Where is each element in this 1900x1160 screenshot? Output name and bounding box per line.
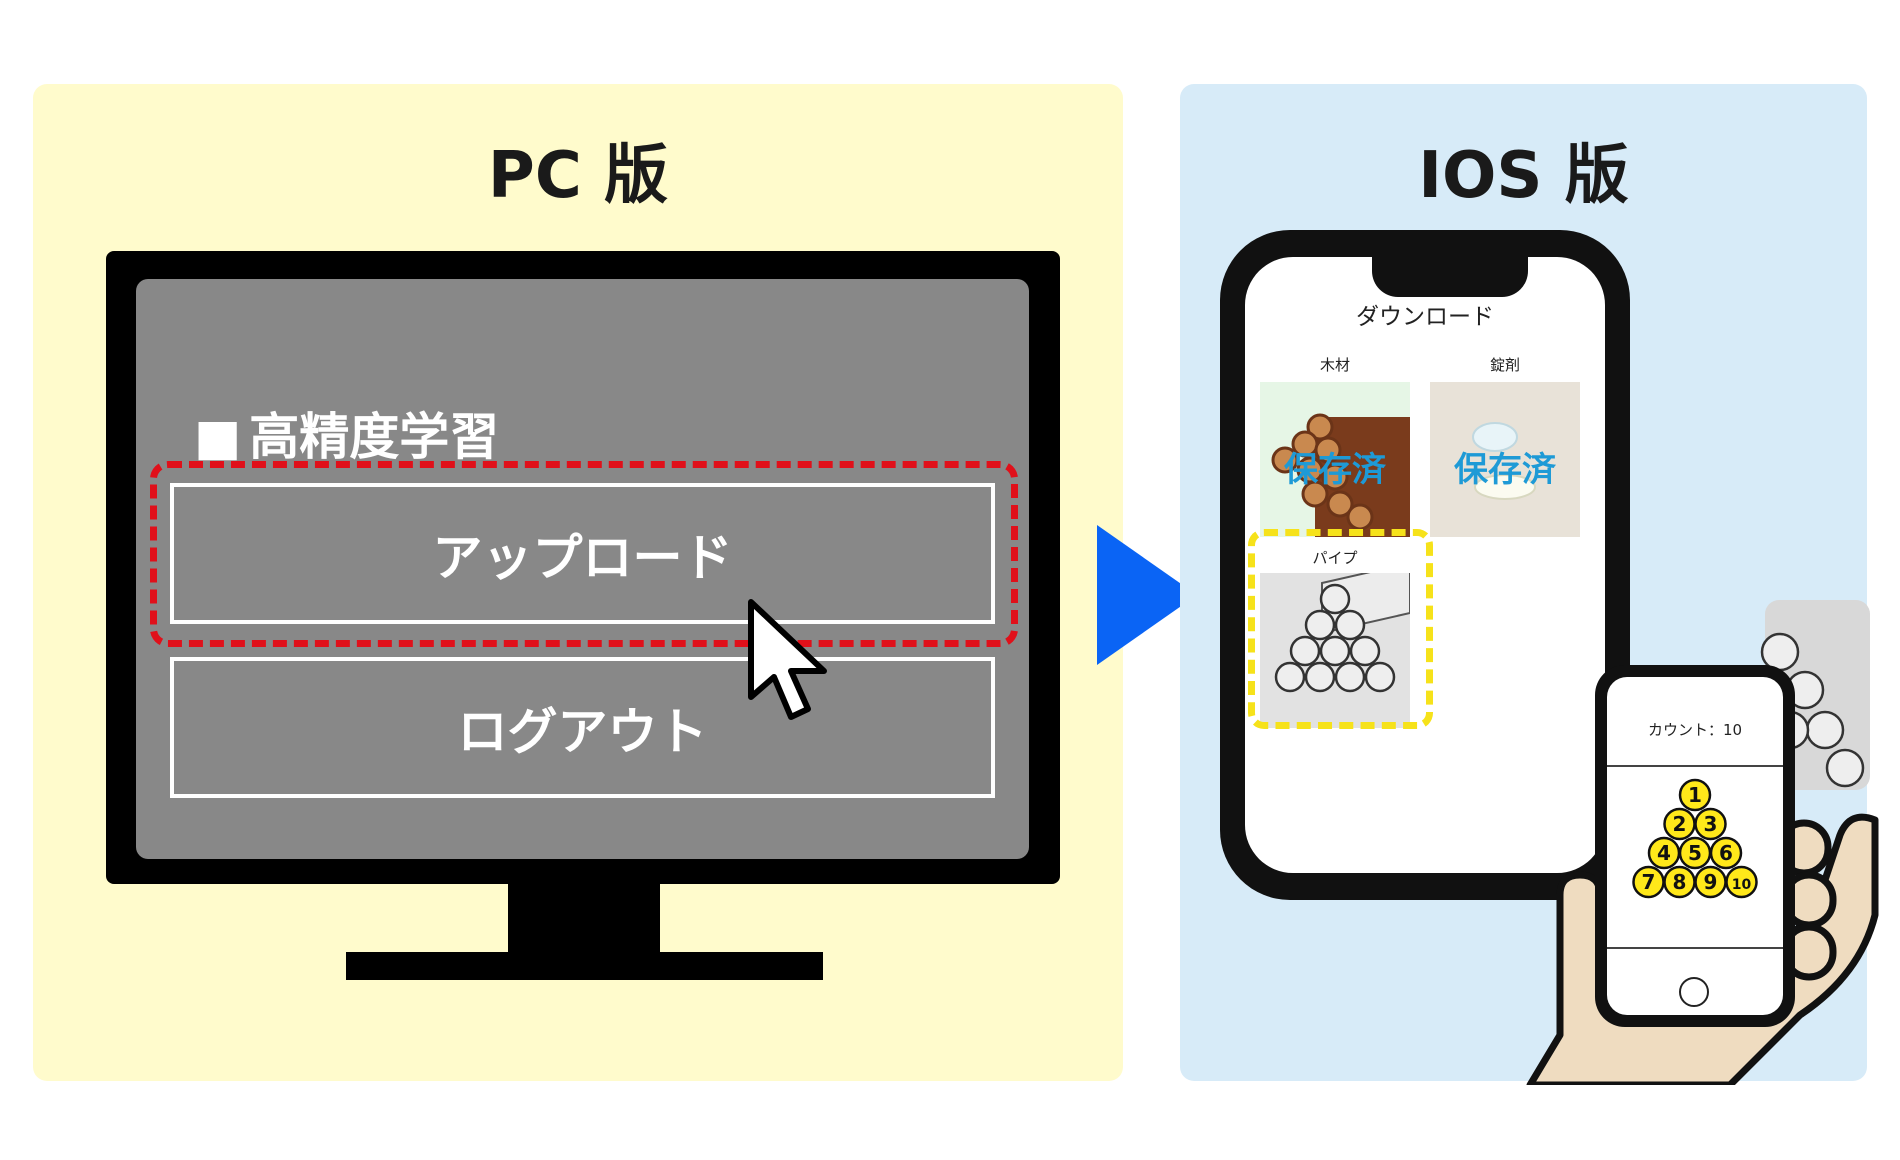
- saved-status-tablet: 保存済: [1454, 450, 1556, 490]
- svg-text:2: 2: [1673, 812, 1687, 836]
- counter-marker-4: 4: [1647, 836, 1681, 870]
- monitor: ■高精度学習 アップロード ログアウト: [106, 251, 1060, 884]
- pipe-highlight: [1248, 529, 1433, 729]
- square-bullet-icon: ■: [194, 408, 242, 466]
- arrow-right-icon: [1097, 525, 1197, 665]
- counter-marker-7: 7: [1632, 865, 1665, 899]
- counter-marker-5: 5: [1678, 836, 1712, 870]
- tile-label-tablet: 錠剤: [1489, 356, 1520, 374]
- saved-status-wood: 保存済: [1284, 450, 1386, 490]
- smartphone-screen: ダウンロード 木材 保存済 錠剤 保存済 パイプ: [1245, 257, 1605, 873]
- divider-top: [1607, 765, 1783, 767]
- svg-text:4: 4: [1657, 841, 1671, 865]
- svg-text:5: 5: [1688, 841, 1702, 865]
- counter-marker-8: 8: [1663, 865, 1696, 899]
- logout-button[interactable]: ログアウト: [170, 657, 995, 798]
- smartphone: ダウンロード 木材 保存済 錠剤 保存済 パイプ: [1220, 230, 1630, 900]
- monitor-screen: ■高精度学習 アップロード ログアウト: [136, 279, 1029, 859]
- tile-label-pipe: パイプ: [1312, 549, 1358, 567]
- section-heading-text: 高精度学習: [249, 408, 500, 466]
- pc-panel-title: PC 版: [487, 139, 669, 213]
- section-heading: ■高精度学習: [194, 397, 499, 469]
- tablet-pills-icon: [1472, 422, 1536, 500]
- upload-button[interactable]: アップロード: [170, 483, 995, 624]
- ios-panel-title: IOS 版: [1418, 139, 1629, 213]
- svg-text:3: 3: [1704, 812, 1718, 836]
- tile-wood[interactable]: 保存済: [1260, 382, 1410, 537]
- tile-tablet[interactable]: 保存済: [1430, 382, 1580, 537]
- tile-pipe[interactable]: [1260, 573, 1410, 728]
- divider-bottom: [1607, 947, 1783, 949]
- counter-marker-2: 2: [1663, 807, 1696, 841]
- pipe-stack-icon: [1274, 573, 1410, 693]
- counter-marker-6: 6: [1709, 836, 1743, 870]
- svg-text:1: 1: [1688, 783, 1702, 807]
- home-button[interactable]: [1679, 977, 1709, 1007]
- counter-marker-1: 1: [1678, 778, 1712, 812]
- tile-label-wood: 木材: [1319, 356, 1350, 374]
- svg-text:10: 10: [1732, 877, 1752, 893]
- count-label: カウント：10: [1647, 721, 1743, 739]
- svg-text:6: 6: [1719, 841, 1733, 865]
- monitor-stand-base: [346, 952, 823, 980]
- phone-notch: [1372, 257, 1528, 297]
- counter-marker-10: 10: [1725, 865, 1758, 899]
- counter-marker-9: 9: [1694, 865, 1727, 899]
- svg-text:7: 7: [1642, 870, 1656, 894]
- svg-text:8: 8: [1673, 870, 1687, 894]
- monitor-stand-neck: [508, 884, 660, 954]
- svg-text:9: 9: [1704, 870, 1718, 894]
- download-title: ダウンロード: [1356, 304, 1494, 330]
- upload-highlight: [150, 461, 1018, 647]
- mouse-cursor-icon: [748, 599, 827, 720]
- wood-logs-icon: [1271, 413, 1410, 537]
- counter-marker-3: 3: [1694, 807, 1727, 841]
